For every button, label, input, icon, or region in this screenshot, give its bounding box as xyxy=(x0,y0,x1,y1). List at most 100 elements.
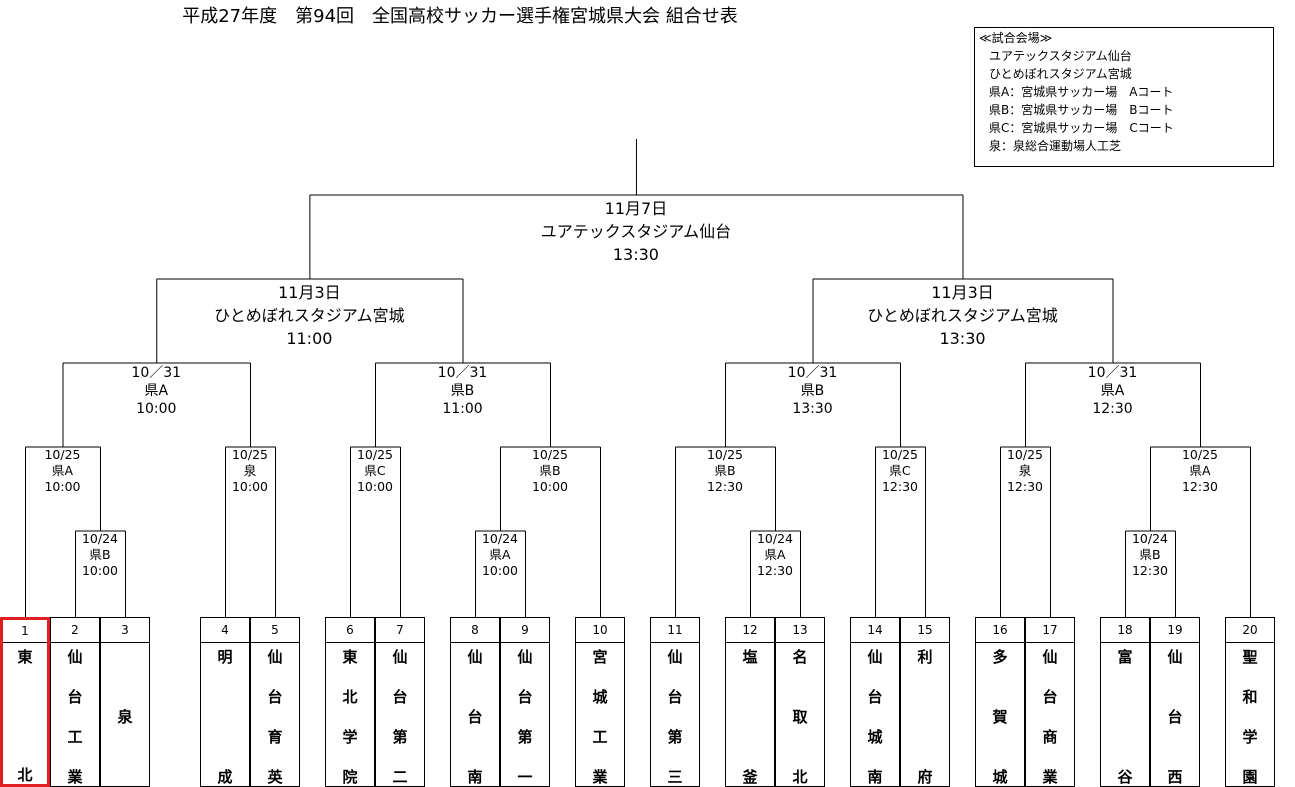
team-number: 20 xyxy=(1226,618,1274,643)
team-name-char: 商 xyxy=(1042,728,1058,746)
team-name: 仙台商業 xyxy=(1026,643,1074,786)
match-date: 10/24 xyxy=(756,531,794,546)
venue-legend-item: ユアテックスタジアム仙台 xyxy=(989,49,1132,63)
match-time: 12:30 xyxy=(1092,401,1133,417)
team-number: 19 xyxy=(1151,618,1199,643)
team-number: 15 xyxy=(901,618,949,643)
match-date: 11月7日 xyxy=(604,199,668,218)
team-name-char: 学 xyxy=(342,728,358,746)
team-name-char: 釜 xyxy=(742,768,758,786)
team-name: 仙台南 xyxy=(451,643,499,786)
team-name-char: 東 xyxy=(342,648,358,666)
match-date: 10/25 xyxy=(531,447,569,462)
team-name: 東北学院 xyxy=(326,643,374,786)
team-name: 仙台西 xyxy=(1151,643,1199,786)
team-number: 16 xyxy=(976,618,1024,643)
match-time: 10:00 xyxy=(136,401,177,417)
team-name: 塩釜 xyxy=(726,643,774,786)
match-date: 10／31 xyxy=(1087,365,1138,381)
team-name-char: 塩 xyxy=(742,648,758,666)
venue-legend-item: 県B：宮城県サッカー場 Bコート xyxy=(989,103,1174,117)
team-name-char: 三 xyxy=(667,768,683,786)
match-venue: 県B xyxy=(539,463,561,478)
team-name-char: 育 xyxy=(267,728,283,746)
match-time: 12:30 xyxy=(1006,479,1044,494)
match-venue: 県A xyxy=(1189,463,1211,478)
match-venue: 県C xyxy=(364,463,386,478)
match-time: 10:00 xyxy=(356,479,394,494)
match-time: 12:30 xyxy=(706,479,744,494)
match-time: 11:00 xyxy=(286,329,333,348)
match-venue: ひとめぼれスタジアム宮城 xyxy=(867,306,1058,325)
team-name-char: 賀 xyxy=(992,708,1008,726)
team-name: 仙台工業 xyxy=(51,643,99,786)
team-name: 多賀城 xyxy=(976,643,1024,786)
team-name: 聖和学園 xyxy=(1226,643,1274,786)
team-name-char: 第 xyxy=(517,728,533,746)
team-name: 明成 xyxy=(201,643,249,786)
team-name-char: 業 xyxy=(67,768,83,786)
match-date: 10/24 xyxy=(81,531,119,546)
match-venue: 県B xyxy=(89,547,111,562)
team-name-char: 台 xyxy=(667,688,683,706)
team-name-char: 名 xyxy=(792,648,808,666)
team-name-char: 明 xyxy=(217,648,233,666)
team-number: 18 xyxy=(1101,618,1149,643)
team-name-char: 二 xyxy=(392,768,408,786)
match-date: 10/24 xyxy=(1131,531,1169,546)
match-venue: 県A xyxy=(764,547,786,562)
match-venue: 県A xyxy=(489,547,511,562)
team-name-char: 取 xyxy=(792,708,808,726)
match-time: 12:30 xyxy=(881,479,919,494)
team-name-char: 仙 xyxy=(517,648,533,666)
match-venue: 県B xyxy=(800,383,825,399)
match-time: 10:00 xyxy=(81,563,119,578)
team-number: 1 xyxy=(3,620,47,643)
venue-legend-item: 県C：宮城県サッカー場 Cコート xyxy=(989,121,1174,135)
team-name-char: 仙 xyxy=(1042,648,1058,666)
team-name-char: 台 xyxy=(267,688,283,706)
match-date: 10/25 xyxy=(356,447,394,462)
venue-legend-item: 県A：宮城県サッカー場 Aコート xyxy=(989,85,1174,99)
team-name-char: 業 xyxy=(592,768,608,786)
team-name-char: 仙 xyxy=(267,648,283,666)
match-time: 13:30 xyxy=(792,401,833,417)
team-name: 泉 xyxy=(101,643,149,786)
team-name-char: 北 xyxy=(342,688,358,706)
team-name-char: 府 xyxy=(917,768,933,786)
team-name-char: 台 xyxy=(517,688,533,706)
team-name-char: 台 xyxy=(467,708,483,726)
match-venue: 県B xyxy=(1139,547,1161,562)
team-name-char: 北 xyxy=(792,768,808,786)
match-time: 10:00 xyxy=(531,479,569,494)
team-name-char: 東 xyxy=(17,648,33,666)
match-venue: 泉 xyxy=(1018,463,1032,478)
team-number: 3 xyxy=(101,618,149,643)
team-name-char: 谷 xyxy=(1117,768,1133,786)
team-name: 仙台育英 xyxy=(251,643,299,786)
match-date: 10／31 xyxy=(131,365,182,381)
venue-legend-item: ひとめぼれスタジアム宮城 xyxy=(989,67,1132,81)
team-name: 仙台第三 xyxy=(651,643,699,786)
match-venue: ひとめぼれスタジアム宮城 xyxy=(214,306,405,325)
